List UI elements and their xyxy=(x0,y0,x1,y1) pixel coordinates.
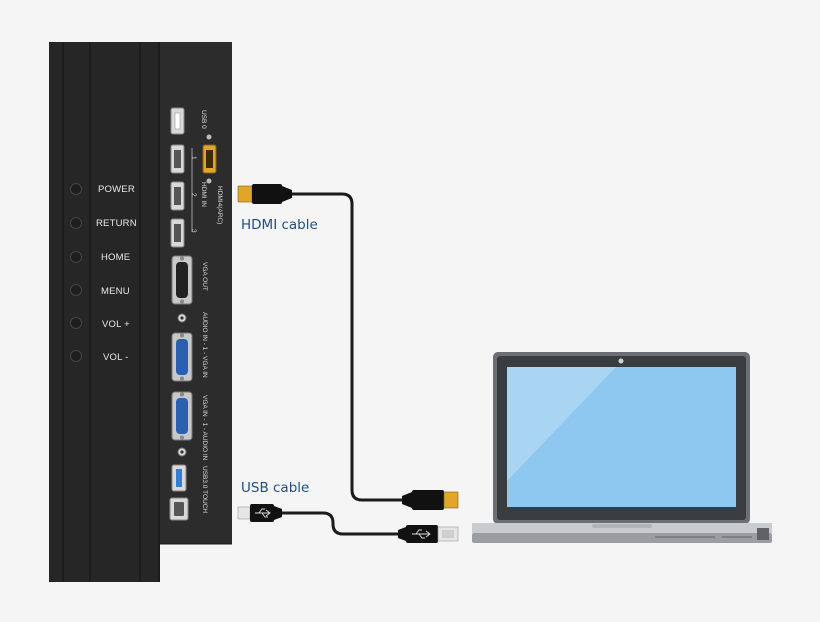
port-vga-in-1 xyxy=(171,332,193,382)
port-label-vga-audio-in-1: VGA IN - 1 - AUDIO IN xyxy=(201,395,208,461)
button-label-menu: MENU xyxy=(101,286,130,297)
button-label-power: POWER xyxy=(98,184,135,195)
vol-up-button[interactable] xyxy=(70,317,82,329)
hdmi-cable-label: HDMI cable xyxy=(241,217,318,233)
vol-down-button[interactable] xyxy=(70,350,82,362)
port-label-usb0: USB 0 xyxy=(200,110,207,129)
port-label-hdmi-num-1: 1 xyxy=(190,156,197,160)
port-label-hdmi-num-2: 2 xyxy=(190,193,197,197)
usb-cable xyxy=(237,504,459,543)
return-button[interactable] xyxy=(70,217,82,229)
port-label-vga-out: VGA OUT xyxy=(201,262,208,291)
menu-button[interactable] xyxy=(70,284,82,296)
button-label-return: RETURN xyxy=(96,218,137,229)
panel-buttons xyxy=(70,183,82,362)
port-label-hdmi-num-3: 3 xyxy=(190,229,197,233)
port-hdmi-arc xyxy=(202,144,217,174)
button-label-home: HOME xyxy=(101,252,131,263)
port-vga-in-2 xyxy=(171,391,193,441)
button-label-vol-down: VOL - xyxy=(103,352,129,363)
port-hdmi-3 xyxy=(170,218,185,248)
port-label-hdmi-in: HDMI IN xyxy=(200,182,207,207)
port-usb0 xyxy=(170,107,185,135)
port-vga-out xyxy=(171,255,193,305)
hdmi-plug-icon xyxy=(402,490,459,510)
button-label-vol-up: VOL + xyxy=(102,319,130,330)
usb-plug-icon xyxy=(237,504,282,522)
port-hdmi-1 xyxy=(170,144,185,174)
port-hdmi-2 xyxy=(170,181,185,211)
hdmi-plug-icon xyxy=(237,184,292,204)
port-usb3 xyxy=(171,464,187,492)
usb-plug-icon xyxy=(398,525,459,543)
port-label-usb3-touch: USB3.0 TOUCH xyxy=(201,466,208,514)
webcam-icon xyxy=(618,358,624,364)
usb-cable-label: USB cable xyxy=(241,480,310,496)
port-label-audio-vga-in-1: AUDIO IN - 1 - VGA IN xyxy=(201,312,208,378)
laptop-icon xyxy=(472,352,772,543)
home-button[interactable] xyxy=(70,251,82,263)
power-button[interactable] xyxy=(70,183,82,195)
hdmi-cable xyxy=(237,184,459,510)
port-label-hdmi-arc: HDMI4(ARC) xyxy=(216,186,223,225)
port-touch-usb-b xyxy=(169,497,189,521)
